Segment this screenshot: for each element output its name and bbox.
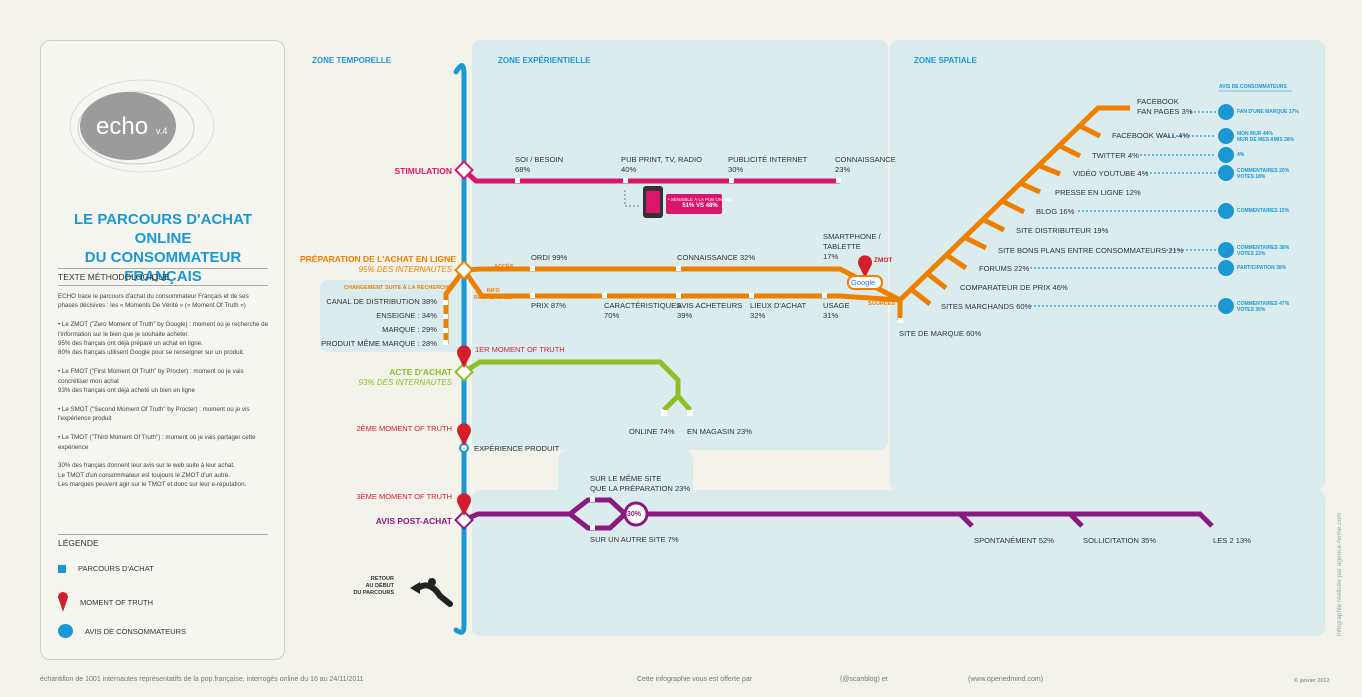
avis-note-1: FAN D'UNE MARQUE 17% [1237,109,1299,115]
spatial-stop-4: VIDÉO YOUTUBE 4% [1073,169,1149,178]
spatial-stop-1: FACEBOOK FAN PAGES 3% [1137,97,1193,116]
avis-note-7: PARTICIPATION 38% [1237,265,1287,271]
zone-experientielle-label: ZONE EXPÉRIENTIELLE [498,56,591,65]
prep-bottom-stop-5: USAGE 31% [823,301,850,320]
footer-sample: échantillon de 1001 internautes représen… [40,676,364,683]
purple-line [463,497,1214,528]
acces-label: ACCÈS [494,264,514,270]
prep-top-stop-1: ORDI 99% [531,253,568,262]
changement-label: CHANGEMENT SUITE À LA RECHERCHE [344,285,452,291]
retour-label: RETOUR AU DÉBUT DU PARCOURS [353,576,394,596]
legend-heading: LÉGENDE [58,534,268,551]
spatial-stop-12: SITE DE MARQUE 60% [899,329,982,338]
logo-text: echo [96,113,148,140]
prep-top-stop-2: CONNAISSANCE 32% [677,253,756,262]
post-circle-value: 30% [627,511,642,518]
prep-bottom-stop-4: LIEUX D'ACHAT 32% [750,301,807,320]
post-label: AVIS POST-ACHAT [375,516,452,526]
fmot-label: 1ER MOMENT OF TRUTH [475,345,565,354]
orange-loop [461,266,902,303]
spatial-stop-11: SITES MARCHANDS 60% [941,302,1032,311]
spatial-stop-6: BLOG 16% [1036,207,1075,216]
smot-label: 2ÈME MOMENT OF TRUTH [356,424,452,433]
preparation-label: PRÉPARATION DE L'ACHAT EN LIGNE [300,254,456,264]
tmot-label: 3ÈME MOMENT OF TRUTH [356,492,452,501]
info-label: INFO RECHERCHÉS [474,288,513,301]
method-text: ECHO trace le parcours d'achat du consom… [58,293,269,489]
post-stop-2: SOLLICITATION 35% [1083,536,1157,545]
avis-note-6: COMMENTAIRES 38% VOTES 22% [1237,245,1290,257]
experience-stop: EXPÉRIENCE PRODUIT [474,444,560,453]
orange-spatial-trunk [898,105,1130,302]
achat-label: ACTE D'ACHAT [389,367,452,377]
stimulation-label: STIMULATION [394,166,452,176]
magasin-stop: EN MAGASIN 23% [687,427,752,436]
footer-date: © janvier 2012 [1294,678,1330,684]
zmot-label: ZMOT [874,257,893,264]
avis-note-8: COMMENTAIRES 47% VOTES 36% [1237,301,1290,313]
change-1: CANAL DE DISTRIBUTION 38% [326,297,437,306]
zone-temporelle-label: ZONE TEMPORELLE [312,56,392,65]
same-site-stop: SUR LE MÊME SITE QUE LA PRÉPARATION 23% [590,474,691,493]
post-stop-3: LES 2 13% [1213,536,1251,545]
avis-note-3: 4% [1237,152,1245,158]
avis-note-4: COMMENTAIRES 20% VOTES 18% [1237,168,1290,180]
avis-header: AVIS DE CONSOMMATEURS [1219,84,1287,90]
mobile-note: • SENSIBLE À LA PUB ONLINE 51% VS 48% [668,197,733,209]
echo-logo: echo v.4 [52,76,232,176]
spatial-stop-2: FACEBOOK WALL 4% [1112,131,1190,140]
avis-bubbles [1218,104,1234,314]
spatial-stop-7: SITE DISTRIBUTEUR 19% [1016,226,1109,235]
prep-bottom-stop-3: AVIS ACHETEURS 39% [677,301,743,320]
sources-label: SOURCES [868,301,896,307]
green-line [462,359,692,412]
orange-change-branch [443,268,466,344]
orange-spatial-ticks [910,123,1102,306]
logo-version: v.4 [156,126,167,136]
legend-avis: AVIS DE CONSOMMATEURS [58,624,186,638]
change-2: ENSEIGNE : 34% [376,311,437,320]
google-logo: Google [851,278,876,287]
square-icon [58,564,66,573]
avis-note-5: COMMENTAIRES 15% [1237,208,1290,214]
prep-bottom-stop-1: PRIX 87% [531,301,567,310]
pin-icon [58,592,68,612]
legend-parcours: PARCOURS D'ACHAT [58,564,154,573]
achat-sub: 93% DES INTERNAUTES [358,378,452,387]
footer-offered: Cette infographie vous est offerte par [637,676,753,683]
preparation-sub: 95% DES INTERNAUTES [358,265,452,274]
other-site-stop: SUR UN AUTRE SITE 7% [590,535,679,544]
page-title: LE PARCOURS D'ACHAT ONLINE DU CONSOMMATE… [73,211,252,285]
spatial-stop-9: FORUMS 22% [979,264,1030,273]
credit-vertical: infographie réalisée par agence-home.com [1336,512,1343,636]
spatial-stop-3: TWITTER 4% [1092,151,1139,160]
moment-pins [457,255,872,516]
change-4: PRODUIT MÊME MARQUE : 28% [321,339,437,348]
avis-note-2: MON MUR 44% MUR DE MES AMIS 38% [1237,131,1295,143]
post-stop-1: SPONTANÉMENT 52% [974,536,1054,545]
spatial-stop-5: PRESSE EN LIGNE 12% [1055,188,1141,197]
speech-bubble-icon [58,624,73,638]
prep-top-stop-3: SMARTPHONE / TABLETTE 17% [823,232,881,261]
zone-spatiale-label: ZONE SPATIALE [914,56,977,65]
change-3: MARQUE : 29% [382,325,437,334]
spatial-stop-8: SITE BONS PLANS ENTRE CONSOMMATEURS 21% [998,246,1184,255]
legend-moment: MOMENT OF TRUTH [58,592,153,612]
online-stop: ONLINE 74% [629,427,675,436]
footer-scanblog: (@scanblog) et [840,676,888,683]
prep-bottom-stop-2: CARACTÉRISTIQUES 70% [604,301,682,320]
footer-website: (www.openedmind.com) [968,676,1044,683]
spatial-stop-10: COMPARATEUR DE PRIX 46% [960,283,1068,292]
method-heading: TEXTE MÉTHODOLOGIQUE [58,268,268,286]
